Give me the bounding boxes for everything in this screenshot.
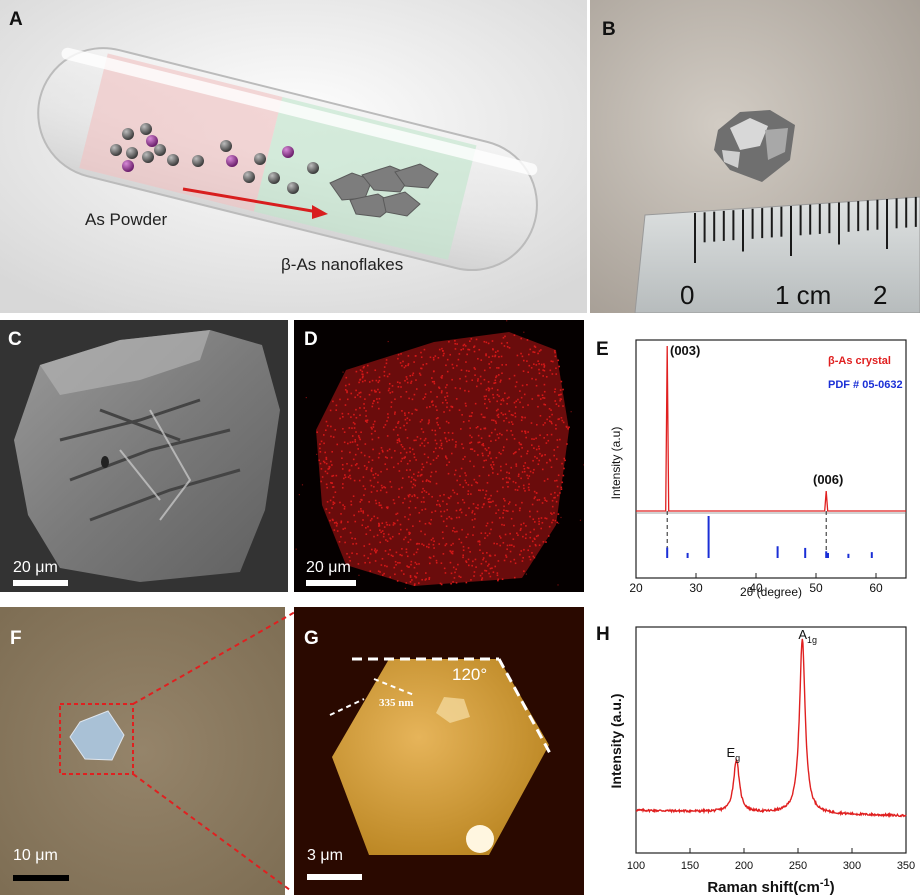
panel-d: D 20 μm bbox=[294, 320, 584, 592]
scale-bar-f bbox=[13, 875, 69, 881]
raman-xlabel-main: Raman shift(cm bbox=[707, 879, 820, 895]
raman-xlabel-sup: -1 bbox=[820, 877, 830, 889]
panel-b-label: B bbox=[602, 19, 616, 40]
raman-tick-label: 200 bbox=[735, 860, 753, 872]
scale-bar-c bbox=[13, 580, 68, 586]
panel-b: B 0 1 cm 2 bbox=[590, 0, 920, 313]
scale-label-g: 3 μm bbox=[307, 847, 343, 864]
ruler-label-2: 2 bbox=[873, 280, 888, 310]
raman-peak-eg: Eg bbox=[726, 745, 740, 763]
as-powder-label: As Powder bbox=[85, 210, 168, 229]
raman-xlabel: Raman shift(cm-1) bbox=[707, 877, 834, 895]
xrd-tick-label: 30 bbox=[689, 581, 703, 595]
panel-a-label: A bbox=[9, 9, 23, 30]
panel-f: F 10 μm bbox=[0, 607, 285, 895]
xrd-axes-frame bbox=[635, 339, 907, 579]
nanoflakes bbox=[329, 163, 439, 218]
raman-peak-a1g: A1g bbox=[798, 627, 817, 645]
panel-e: 20 30 40 50 60 Intensity (a.u) 2θ (degree) β… bbox=[588, 318, 920, 603]
afm-image bbox=[294, 607, 584, 895]
raman-ylabel: Intensity (a.u.) bbox=[608, 694, 624, 789]
raman-spectrum-line bbox=[635, 638, 907, 818]
sem-image bbox=[0, 320, 288, 592]
raman-xlabel-close: ) bbox=[830, 879, 835, 895]
raman-tick-label: 100 bbox=[627, 860, 645, 872]
xrd-legend-2: PDF # 05-0632 bbox=[828, 379, 903, 391]
panel-f-label: F bbox=[10, 628, 22, 649]
panel-g-label: G bbox=[304, 628, 319, 649]
raman-tick-label: 250 bbox=[789, 860, 807, 872]
panel-g: G 120° 335 nm 3 μm bbox=[294, 607, 584, 895]
angle-label: 120° bbox=[452, 665, 488, 684]
xrd-chart: 20 30 40 50 60 Intensity (a.u) 2θ (degree) β… bbox=[609, 339, 907, 599]
panel-d-label: D bbox=[304, 329, 318, 350]
xrd-peak-006: (006) bbox=[813, 472, 843, 487]
crystal-photo bbox=[590, 0, 920, 313]
raman-chart: 100 150 200 250 300 350 Intensity (a.u.) Rama… bbox=[608, 626, 915, 895]
scale-bar-d bbox=[306, 580, 356, 586]
xrd-peak-003: (003) bbox=[670, 343, 700, 358]
raman-axes-frame bbox=[635, 626, 907, 854]
scale-label-f: 10 μm bbox=[13, 847, 58, 864]
scale-label-d: 20 μm bbox=[306, 559, 351, 576]
eds-map bbox=[294, 320, 584, 592]
tube-illustration bbox=[0, 0, 587, 313]
panel-e-label: E bbox=[596, 339, 609, 360]
ruler-label-0: 0 bbox=[680, 280, 695, 310]
raman-tick-label: 300 bbox=[843, 860, 861, 872]
xrd-tick-label: 60 bbox=[869, 581, 883, 595]
thickness-label: 335 nm bbox=[379, 697, 414, 709]
panel-h-label: H bbox=[596, 624, 610, 645]
ruler-label-1cm: 1 cm bbox=[775, 280, 832, 310]
raman-tick-label: 350 bbox=[897, 860, 915, 872]
xrd-pattern-line bbox=[636, 345, 906, 512]
scale-bar-g bbox=[307, 874, 362, 880]
nanoflakes-label: β-As nanoflakes bbox=[281, 255, 404, 274]
panel-a: A As Powder β-As nanoflakes bbox=[0, 0, 587, 313]
xrd-ylabel: Intensity (a.u) bbox=[609, 427, 623, 500]
crystal-sample bbox=[714, 110, 795, 182]
panel-c-label: C bbox=[8, 329, 22, 350]
xrd-tick-label: 50 bbox=[809, 581, 823, 595]
panel-h: 100 150 200 250 300 350 Intensity (a.u.) Rama… bbox=[588, 607, 920, 895]
raman-tick-label: 150 bbox=[681, 860, 699, 872]
xrd-legend-1: β-As crystal bbox=[828, 355, 891, 367]
powder-particles bbox=[110, 123, 319, 194]
ruler-ticks bbox=[694, 196, 917, 263]
panel-c: C 20 μm bbox=[0, 320, 288, 592]
xrd-tick-label: 20 bbox=[629, 581, 643, 595]
xrd-xlabel: 2θ (degree) bbox=[740, 585, 802, 599]
xrd-tick-label: 40 bbox=[749, 581, 763, 595]
scale-label-c: 20 μm bbox=[13, 559, 58, 576]
